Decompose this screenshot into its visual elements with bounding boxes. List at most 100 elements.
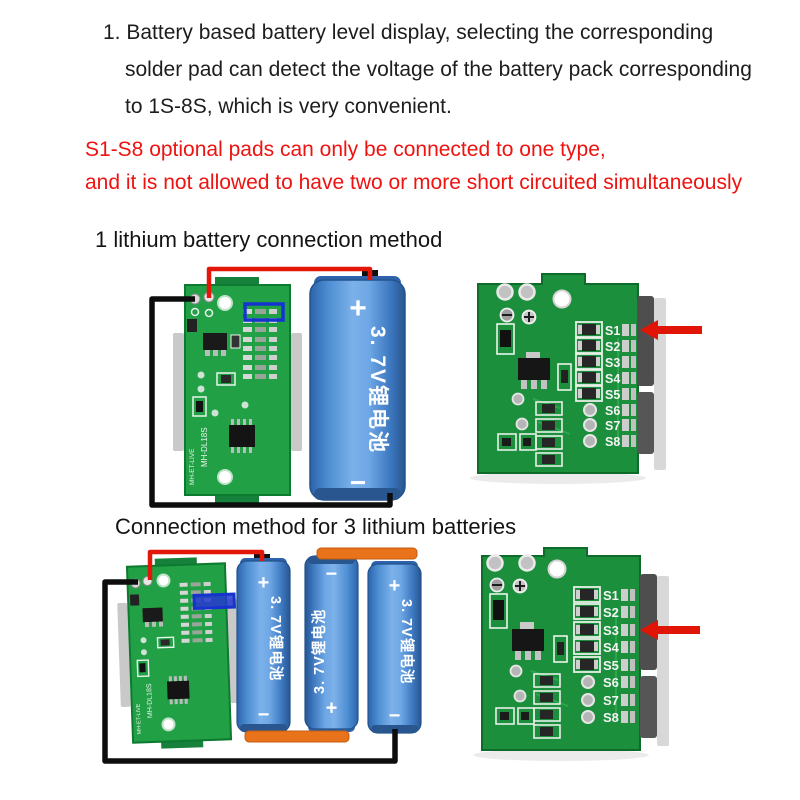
red-positive-wire	[206, 266, 373, 298]
section1-title: 1 lithium battery connection method	[95, 227, 443, 252]
transistor	[142, 607, 164, 628]
pad-row-s5: S5	[573, 656, 635, 673]
battery-minus-label: −	[350, 467, 366, 498]
lithium-battery: + 3. 7V锂电池 −	[309, 270, 406, 501]
lithium-battery-2-flipped: + 3. 7V锂电池 −	[304, 555, 359, 732]
pad-row-s3: S3	[573, 621, 635, 638]
battery-plus-label: +	[258, 572, 270, 594]
pad-label: S1	[605, 324, 620, 338]
transistor	[518, 352, 550, 389]
pad-label: S5	[605, 388, 620, 402]
pad-label: S3	[605, 356, 620, 370]
led-display-edge	[637, 296, 666, 470]
intro-line-2: solder pad can detect the voltage of the…	[125, 58, 752, 81]
plated-hole	[518, 283, 536, 301]
pad-row-s5: S5	[575, 385, 636, 402]
minus-screw-mark	[499, 307, 515, 323]
pad-label: S1	[603, 588, 619, 603]
led-bar-edge	[173, 333, 184, 451]
figure-1-photo: MH-DL18S MH-ET-LIVE + 3. 7V锂电池 −	[149, 266, 702, 508]
battery-minus-label: −	[326, 562, 338, 584]
figure-2-photo: MH-DL18S MH-ET-LIVE + 3. 7V锂电池 − +	[102, 547, 700, 764]
s3-highlight-outline	[192, 592, 236, 610]
led-display-edge	[640, 574, 669, 746]
arrow-icon	[640, 620, 700, 640]
section2-title: Connection method for 3 lithium batterie…	[115, 514, 517, 539]
pad-row-s8: S8	[583, 434, 636, 449]
lithium-battery-1: + 3. 7V锂电池 −	[236, 554, 291, 733]
pad-label: S8	[603, 710, 619, 725]
black-negative-wire	[149, 296, 393, 508]
mounting-hole	[552, 289, 572, 309]
pad-label: S3	[603, 623, 619, 638]
pad-row-s7: S7	[583, 418, 636, 433]
pad-label: S6	[603, 675, 619, 690]
mounting-hole	[156, 573, 171, 588]
soic8-chip	[229, 419, 255, 453]
pad-label: S4	[605, 372, 620, 386]
battery-body-label: 3. 7V锂电池	[310, 609, 328, 694]
pad-label: S8	[605, 435, 620, 449]
module-with-one-battery: MH-DL18S MH-ET-LIVE + 3. 7V锂电池 −	[149, 266, 406, 508]
module-brand-silkscreen: MH-ET-LIVE	[189, 448, 196, 485]
s-pad-block	[179, 581, 213, 643]
mounting-hole	[217, 295, 233, 311]
pad-label: S7	[603, 693, 619, 708]
pad-row-s2: S2	[573, 603, 635, 620]
module-with-three-batteries: MH-DL18S MH-ET-LIVE + 3. 7V锂电池 − +	[102, 547, 422, 764]
pad-row-s4: S4	[575, 369, 636, 386]
pad-label: S7	[605, 419, 620, 433]
pad-row-s3: S3	[575, 353, 636, 370]
mounting-hole	[161, 717, 176, 732]
battery-indicator-module: MH-DL18S MH-ET-LIVE	[117, 557, 241, 749]
battery-plus-label: +	[349, 292, 367, 325]
plus-screw-mark	[521, 309, 537, 325]
pad-label: S2	[603, 605, 619, 620]
mounting-hole	[547, 559, 567, 579]
resistor-column	[533, 673, 561, 739]
plated-hole	[496, 283, 514, 301]
pad-row-s7: S7	[581, 693, 635, 708]
battery-minus-label: −	[389, 705, 401, 727]
transistor	[203, 333, 227, 356]
pcb-closeup-s1: S1 S2 S3 S4 S5	[470, 273, 702, 484]
intro-line-3: to 1S-8S, which is very convenient.	[125, 95, 452, 118]
soic8-chip	[166, 675, 190, 705]
battery-indicator-module: MH-DL18S MH-ET-LIVE	[173, 277, 302, 503]
battery-body-label: 3. 7V锂电池	[398, 599, 416, 684]
pad-row-s6: S6	[581, 675, 635, 690]
plus-screw-mark	[512, 578, 528, 594]
diode	[489, 593, 508, 629]
warning-line-2: and it is not allowed to have two or mor…	[85, 171, 743, 194]
led-bar-edge	[291, 333, 302, 451]
module-model-silkscreen: MH-DL18S	[200, 427, 209, 467]
resistor-column	[535, 401, 563, 467]
arrow-icon	[640, 320, 702, 340]
battery-plus-label: +	[389, 575, 401, 597]
lithium-battery-3: + 3. 7V锂电池 −	[367, 561, 422, 734]
pad-label: S6	[605, 404, 620, 418]
pad-row-s4: S4	[573, 638, 635, 655]
red-positive-wire	[147, 549, 265, 580]
pad-label: S2	[605, 340, 620, 354]
warning-line-1: S1-S8 optional pads can only be connecte…	[85, 138, 606, 161]
warning-text: S1-S8 optional pads can only be connecte…	[85, 133, 742, 199]
intro-line-1: 1. Battery based battery level display, …	[103, 21, 714, 44]
led-bar-edge	[117, 602, 131, 707]
module-model-silkscreen: MH-DL18S	[146, 683, 154, 718]
s3-highlight-box	[194, 594, 235, 609]
black-negative-wire	[102, 579, 398, 764]
module-brand-silkscreen: MH-ET-LIVE	[136, 703, 143, 734]
minus-screw-mark	[489, 577, 505, 593]
pad-row-s2: S2	[575, 337, 636, 354]
diode	[496, 323, 515, 355]
battery-body-label: 3. 7V锂电池	[267, 596, 285, 681]
s1-highlight-box	[243, 302, 285, 322]
series-connector-top	[316, 547, 418, 560]
transistor	[512, 622, 544, 660]
pad-row-s1: S1	[573, 586, 635, 603]
intro-text: 1. Battery based battery level display, …	[103, 14, 752, 125]
plated-hole	[486, 554, 504, 572]
mounting-hole	[217, 469, 233, 485]
